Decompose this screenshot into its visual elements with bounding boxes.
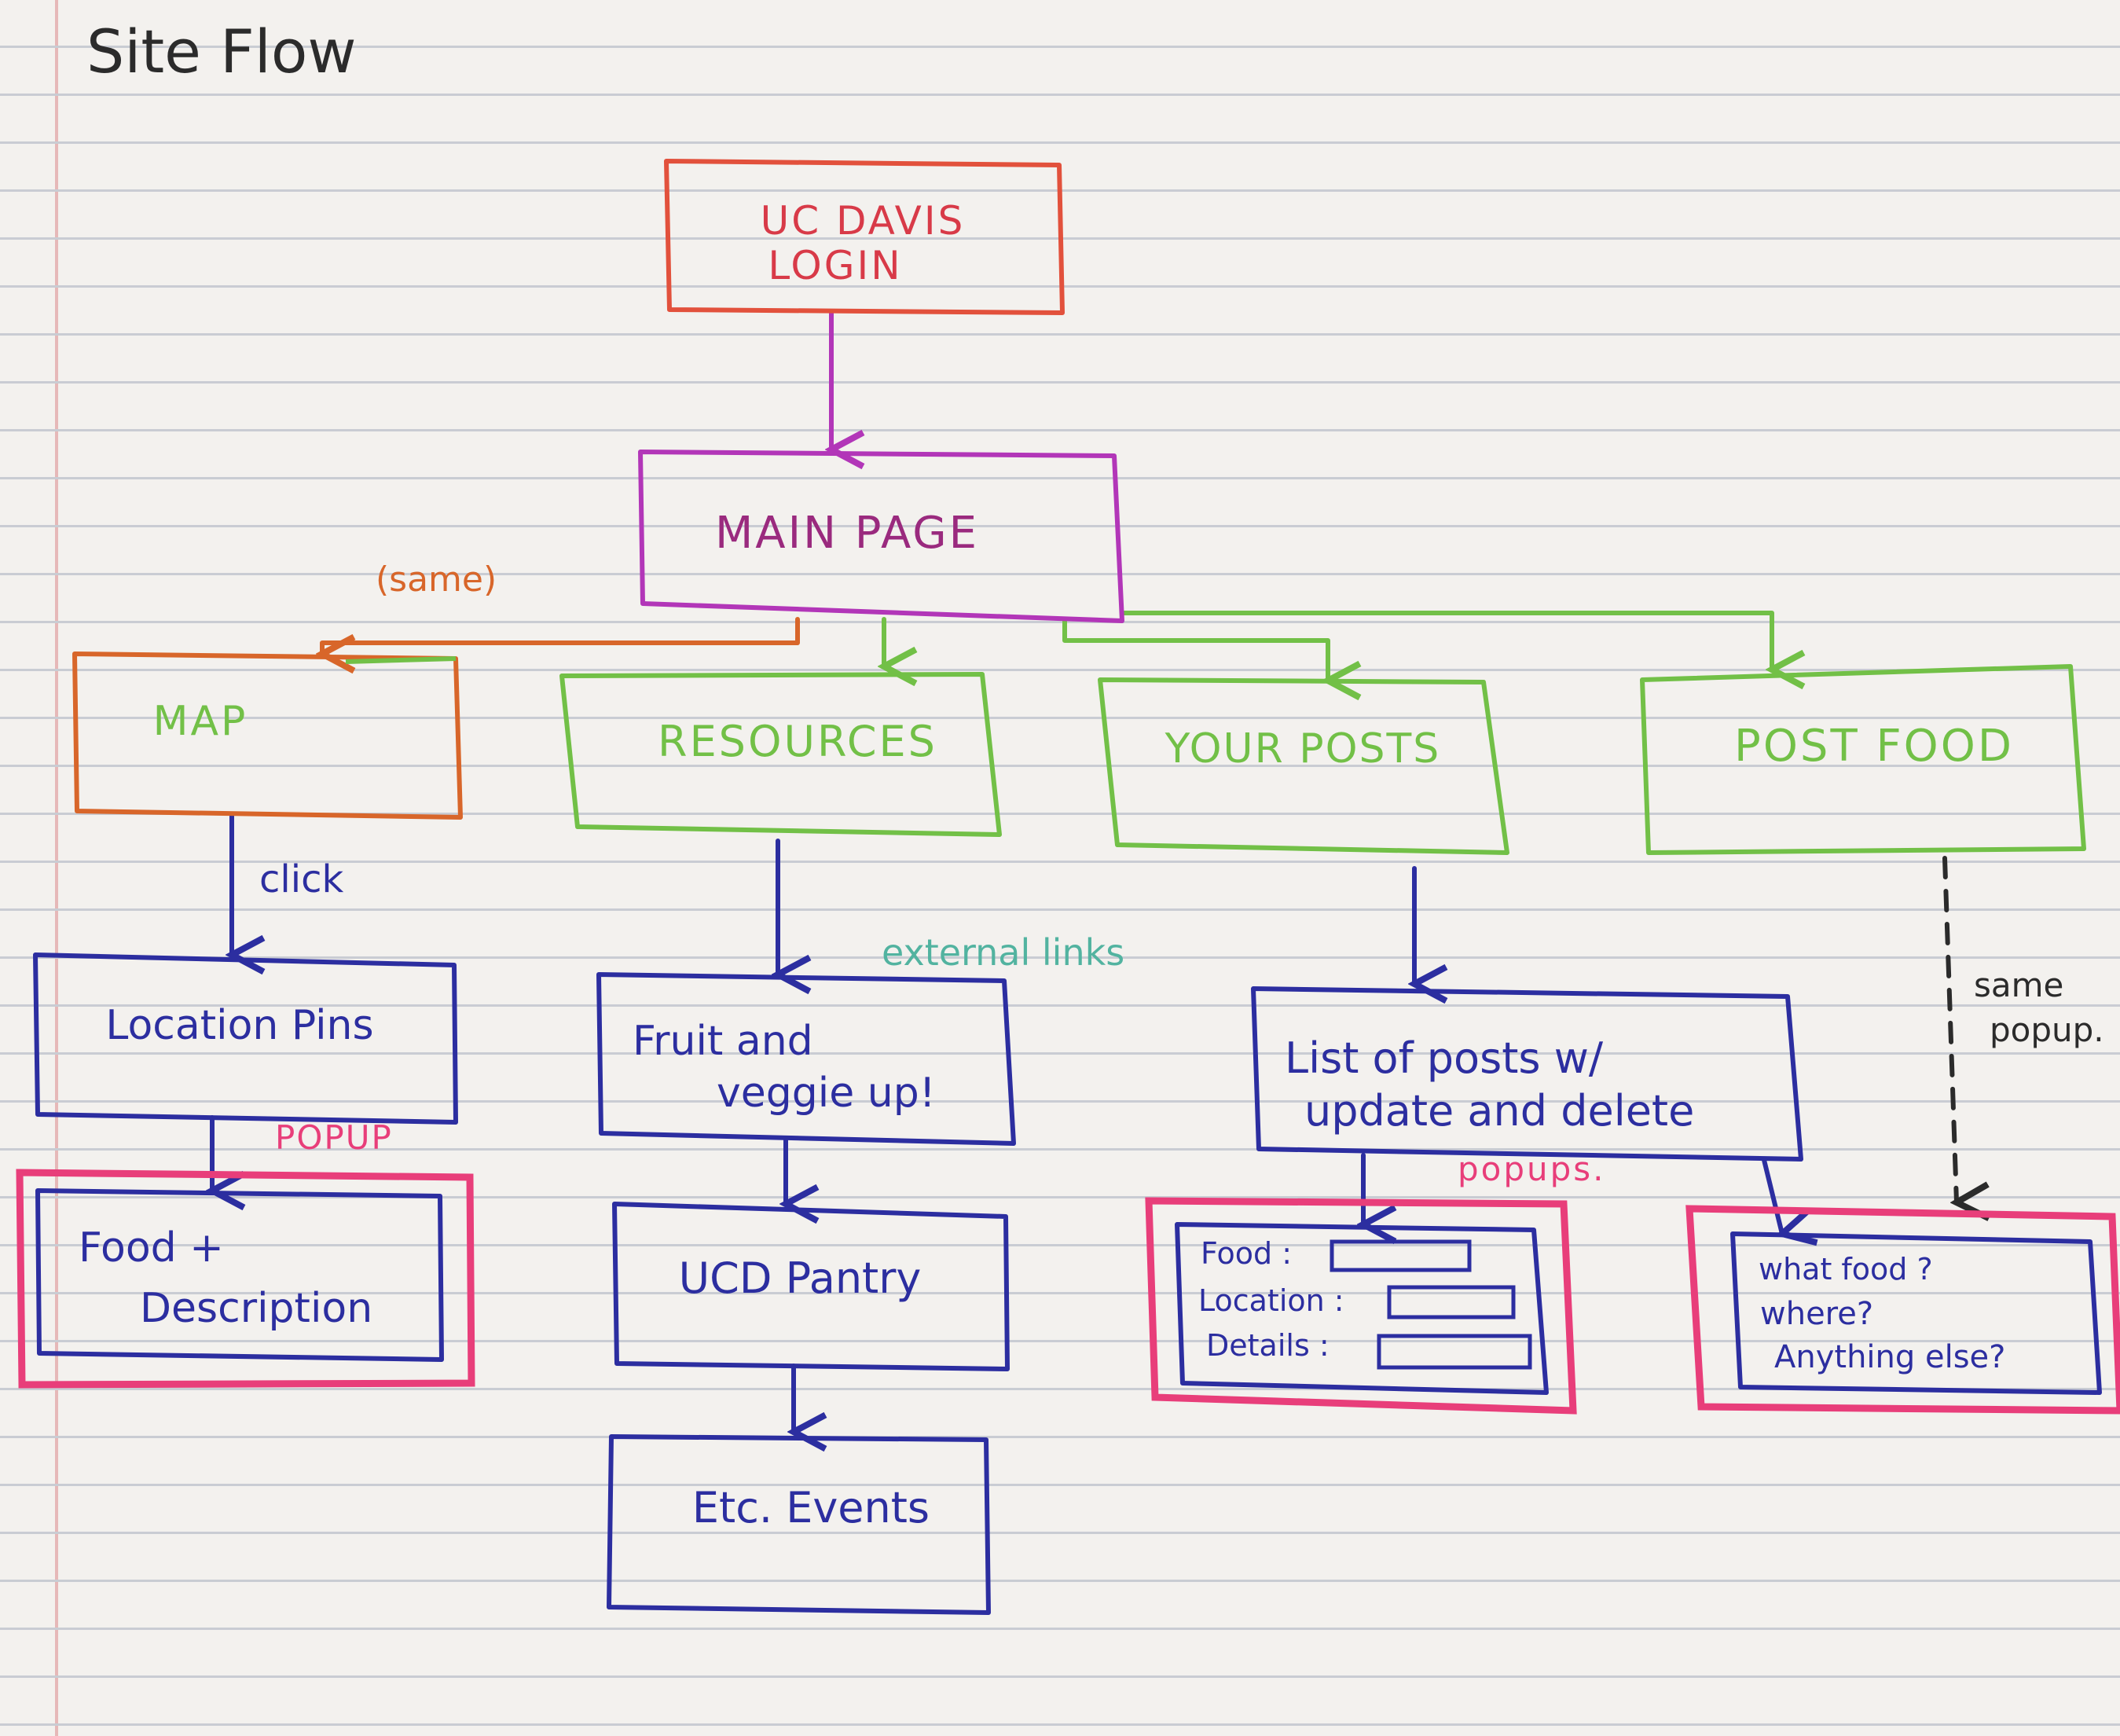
- annotation-same-popup-line-2: popup.: [1990, 1011, 2104, 1049]
- node-your-posts: YOUR POSTS: [1098, 677, 1509, 855]
- annotation-click: click: [259, 857, 343, 901]
- edit-field-details-box: [1377, 1334, 1532, 1370]
- node-etc-events: Etc. Events: [607, 1434, 991, 1615]
- node-uc-davis-login: UC DAVIS LOGIN: [664, 159, 1065, 315]
- edit-field-location-label: Location :: [1198, 1283, 1344, 1318]
- etc-events-label: Etc. Events: [692, 1483, 930, 1532]
- node-map: MAP: [72, 651, 463, 820]
- arrow-post-food-to-popup-dashed: [1942, 856, 1957, 1202]
- food-description-line-1: Food +: [79, 1224, 224, 1272]
- annotation-popups: popups.: [1458, 1150, 1606, 1188]
- node-resources: RESOURCES: [559, 672, 1002, 837]
- annotation-popup: POPUP: [275, 1118, 393, 1157]
- node-list-of-posts: List of posts w/ update and delete: [1251, 986, 1803, 1162]
- annotation-same-popup-line-1: same: [1974, 966, 2063, 1004]
- post-popup-line-2: where?: [1760, 1296, 1873, 1332]
- arrow-list-to-post-popup: [1762, 1158, 1782, 1234]
- node-food-description-popup: Food + Description: [16, 1169, 475, 1389]
- list-posts-line-1: List of posts w/: [1285, 1033, 1604, 1083]
- node-fruit-veggie-up: Fruit and veggie up!: [596, 972, 1016, 1146]
- food-description-line-2: Description: [140, 1285, 372, 1332]
- fruit-veggie-line-1: Fruit and: [633, 1018, 813, 1065]
- ucd-pantry-label: UCD Pantry: [679, 1253, 922, 1303]
- resources-label: RESOURCES: [658, 717, 937, 766]
- edit-field-food-label: Food :: [1201, 1236, 1292, 1271]
- arrow-main-to-your-posts: [1062, 617, 1328, 681]
- edit-field-food-box: [1330, 1239, 1472, 1272]
- main-page-label: MAIN PAGE: [715, 508, 979, 559]
- login-label-line-1: UC DAVIS: [761, 198, 966, 244]
- map-label: MAP: [153, 698, 248, 745]
- annotation-same: (same): [376, 560, 497, 600]
- node-post-food-popup: what food ? where? Anything else?: [1685, 1205, 2120, 1415]
- login-label-line-2: LOGIN: [768, 243, 902, 288]
- post-food-label: POST FOOD: [1734, 721, 2014, 772]
- list-posts-line-2: update and delete: [1304, 1086, 1694, 1136]
- node-edit-post-popup: Food : Location : Details :: [1145, 1197, 1577, 1415]
- post-popup-line-1: what food ?: [1759, 1252, 1933, 1286]
- node-location-pins: Location Pins: [33, 952, 458, 1125]
- fruit-veggie-line-2: veggie up!: [717, 1070, 936, 1117]
- node-ucd-pantry: UCD Pantry: [612, 1202, 1010, 1371]
- location-pins-label: Location Pins: [105, 1002, 373, 1049]
- node-post-food: POST FOOD: [1640, 664, 2086, 855]
- node-main-page: MAIN PAGE: [638, 450, 1124, 623]
- edit-field-location-box: [1387, 1285, 1516, 1319]
- page-title: Site Flow: [86, 17, 357, 86]
- arrow-main-to-post-food: [1121, 611, 1772, 670]
- annotation-external-links: external links: [882, 931, 1124, 974]
- edit-field-details-label: Details :: [1206, 1328, 1330, 1363]
- your-posts-label: YOUR POSTS: [1165, 725, 1441, 773]
- post-popup-line-3: Anything else?: [1774, 1339, 2005, 1375]
- arrow-main-to-map: [322, 617, 800, 654]
